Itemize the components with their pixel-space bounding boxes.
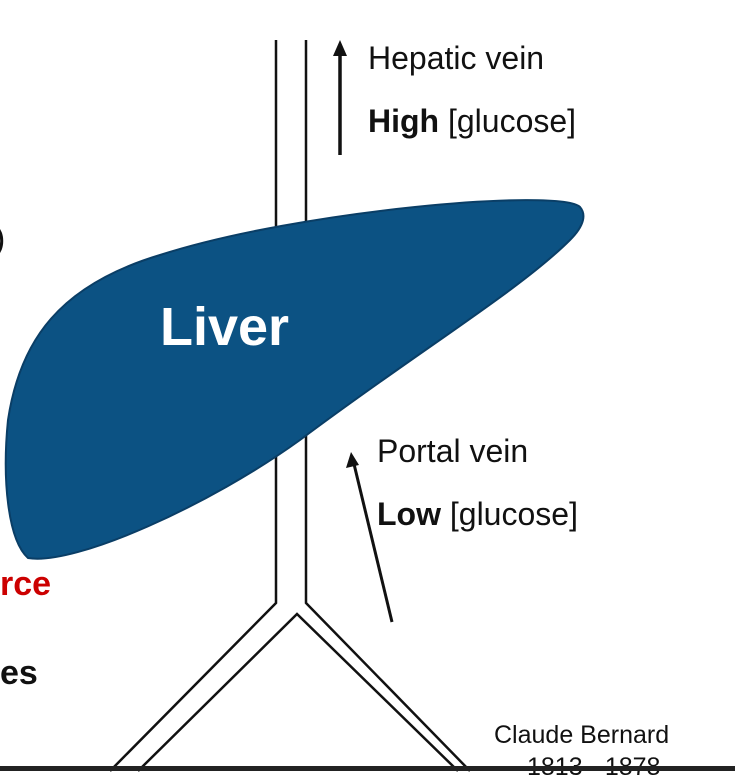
vessel-inner-v [137, 612, 459, 772]
portal-vein-label: Portal vein [377, 433, 529, 469]
cut-paren-fragment: ) [0, 222, 5, 256]
hepatic-vein-level: High [368, 103, 440, 139]
hepatic-vein-glucose: High [glucose] [368, 105, 576, 137]
cut-red-text-fragment: rce [0, 565, 52, 603]
portal-vein-arrowhead [346, 452, 359, 468]
liver-label: Liver [160, 297, 290, 357]
bottom-frame-bar [0, 766, 735, 771]
hepatic-vein-label: Hepatic vein [368, 40, 545, 76]
liver-shape [4, 199, 585, 560]
credit-name: Claude Bernard [494, 721, 670, 749]
portal-vein-level: Low [377, 496, 441, 532]
hepatic-vein-substance: [glucose] [447, 103, 577, 139]
cut-black-text-fragment: es [0, 654, 38, 692]
portal-vein-glucose: Low [glucose] [377, 498, 578, 530]
portal-vein-arrow [352, 463, 394, 623]
hepatic-vein-arrowhead [333, 40, 347, 56]
portal-vein-substance: [glucose] [449, 496, 578, 532]
